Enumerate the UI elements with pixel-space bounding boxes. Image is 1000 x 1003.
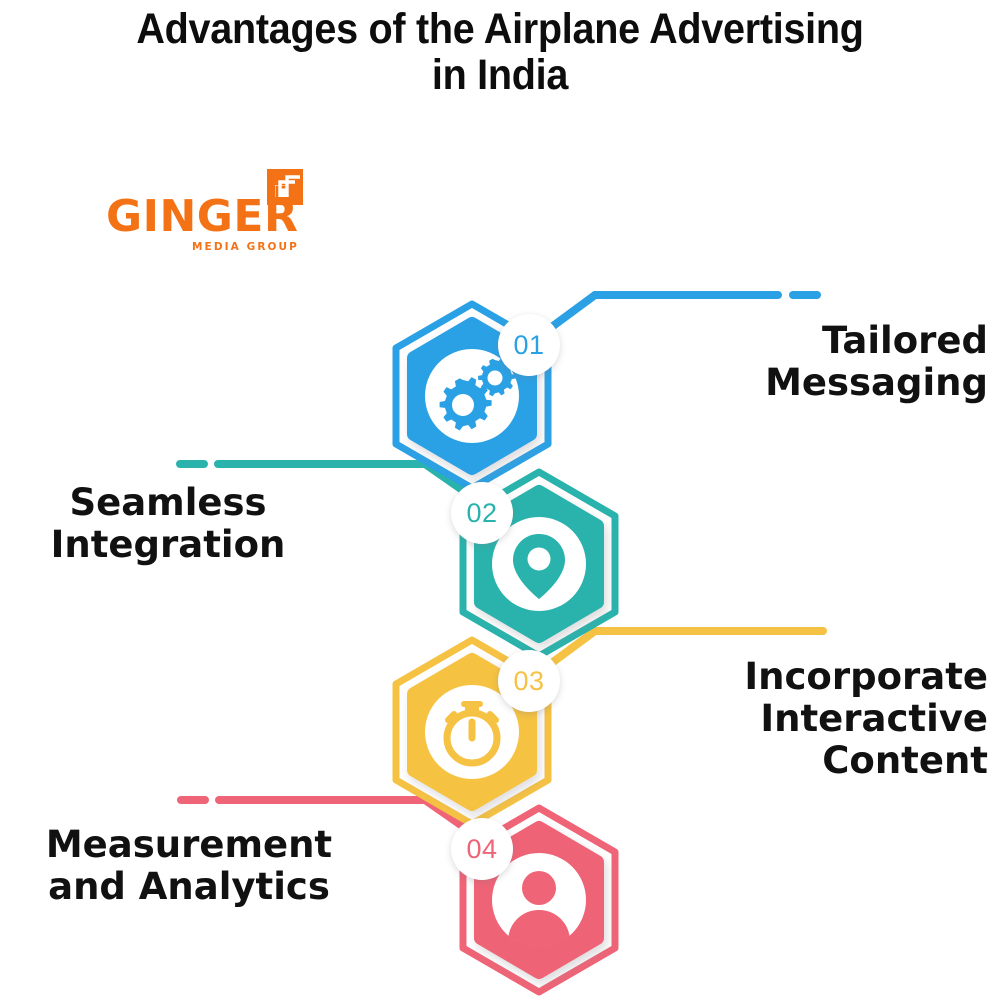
user-person-icon <box>508 871 570 948</box>
nested-squares-icon <box>266 168 304 206</box>
logo-tagline: MEDIA GROUP <box>192 241 299 253</box>
step-node-03[interactable]: 03 <box>382 634 562 830</box>
stopwatch-icon <box>443 701 501 767</box>
step-label-01: Tailored Messaging <box>765 319 988 405</box>
step-label-02: Seamless Integration <box>50 481 286 567</box>
brand-logo: GINGER MEDIA GROUP <box>106 168 326 268</box>
page-title: Advantages of the Airplane Advertising i… <box>136 5 864 100</box>
step-label-04: Measurement and Analytics <box>45 823 333 909</box>
step-label-03: Incorporate Interactive Content <box>744 655 988 783</box>
step-number-badge-03: 03 <box>498 650 560 712</box>
step-number-badge-02: 02 <box>451 482 513 544</box>
step-number-badge-01: 01 <box>498 314 560 376</box>
logo-wordmark: GINGER <box>106 191 299 242</box>
location-pin-icon <box>513 534 565 599</box>
step-node-04[interactable]: 04 <box>449 802 629 998</box>
step-number-badge-04: 04 <box>451 818 513 880</box>
step-node-02[interactable]: 02 <box>449 466 629 662</box>
gears-icon <box>439 357 516 431</box>
step-node-01[interactable]: 01 <box>382 298 562 494</box>
hexagon-02 <box>449 466 629 662</box>
